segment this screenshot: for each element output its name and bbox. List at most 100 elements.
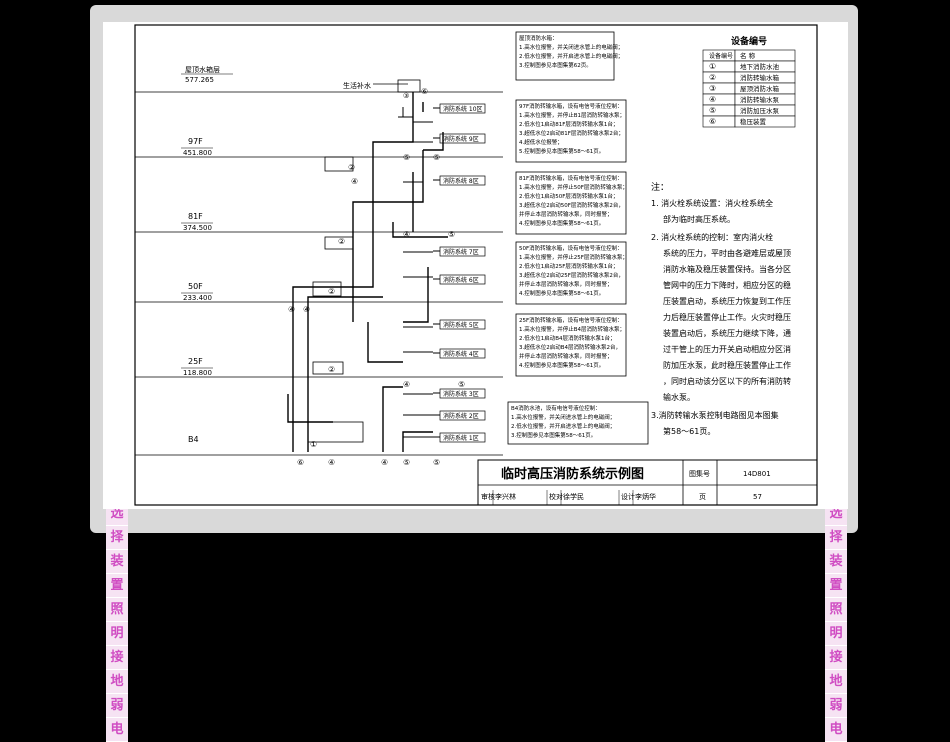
note-box-line: 3.控制图参见本图集第58～61页。 bbox=[511, 431, 596, 439]
notes-line: 过干管上的压力开关启动相应分区消 bbox=[663, 344, 791, 354]
note-box-line: 2.低水位1启动50F层消防转输水泵1台； bbox=[519, 192, 618, 200]
equipment-marker: ② bbox=[328, 287, 335, 296]
equipment-marker: ⑤ bbox=[458, 380, 465, 389]
zone-risers bbox=[398, 107, 433, 438]
note-box bbox=[515, 241, 627, 305]
svg-text:设备编号: 设备编号 bbox=[731, 35, 767, 47]
svg-text:李兴林: 李兴林 bbox=[495, 492, 516, 501]
equipment-marker: ⑤ bbox=[433, 153, 440, 162]
notes-line: 压装置启动，系统压力恢复到工作压 bbox=[663, 296, 791, 306]
fire-system-diagram: 屋顶水箱层 577.265 生活补水 ③ 97F451.80081F374.50… bbox=[134, 24, 818, 506]
note-box-line: 3.控制图参见本图集第62页。 bbox=[519, 61, 592, 69]
side-tab-char[interactable]: 择 bbox=[825, 526, 847, 550]
side-tab-char[interactable]: 择 bbox=[106, 526, 128, 550]
legend-name: 消防转输水泵 bbox=[740, 95, 780, 104]
note-box-line: 25F消防转输水箱，设有电信号液位控制： bbox=[519, 316, 623, 324]
note-box-line: 2.低水位1启动B4层消防转输水泵1台； bbox=[519, 334, 616, 342]
zone-label: 消防系统 10区 bbox=[443, 105, 483, 113]
title-block: 临时高压消防系统示例图 图集号 14D801 审核 李兴林 校对 徐学民 设计 … bbox=[477, 459, 818, 506]
side-tab-char[interactable]: 地 bbox=[825, 670, 847, 694]
level-name: 50F bbox=[188, 282, 203, 291]
level-name: 97F bbox=[188, 137, 203, 146]
note-box-line: 81F消防转输水箱，设有电信号液位控制： bbox=[519, 174, 623, 182]
note-box-line: 4.控制图参见本图集第58～61页。 bbox=[519, 361, 604, 369]
note-box-line: 并停止本层消防转输水泵，同时报警； bbox=[519, 352, 613, 360]
note-box-line: 3.超低水位2启动81F层消防转输水泵2台； bbox=[519, 129, 624, 137]
side-tab-char[interactable]: 装 bbox=[106, 550, 128, 574]
note-box-line: 2.低水位报警，并开启进水管上的电磁阀； bbox=[511, 422, 615, 430]
note-box-line: 4.控制图参见本图集第58～61页。 bbox=[519, 219, 604, 227]
level-elevation: 451.800 bbox=[183, 149, 212, 157]
drawing-title: 临时高压消防系统示例图 bbox=[501, 466, 644, 482]
legend-name: 地下消防水池 bbox=[740, 62, 780, 71]
note-box bbox=[515, 171, 627, 235]
side-tab-char[interactable]: 接 bbox=[106, 646, 128, 670]
svg-text:图集号: 图集号 bbox=[689, 469, 710, 478]
note-box-line: B4消防水池，设有电信号液位控制： bbox=[511, 404, 601, 412]
side-tab-char[interactable]: 明 bbox=[825, 622, 847, 646]
side-tab-char[interactable]: 明 bbox=[106, 622, 128, 646]
legend-code: ① bbox=[709, 62, 716, 71]
note-box-line: 1.高水位报警，并关闭进水管上的电磁阀； bbox=[519, 43, 623, 51]
note-box-line: 3.超低水位2启动B4层消防转输水泵2台， bbox=[519, 343, 621, 351]
svg-text:③: ③ bbox=[403, 92, 409, 100]
note-box-line: 2.低水位1启动81F层消防转输水泵1台； bbox=[519, 120, 618, 128]
zone-label: 消防系统 6区 bbox=[443, 276, 479, 284]
legend-code: ⑥ bbox=[709, 117, 716, 126]
notes-line: ，同时启动该分区以下的所有消防转 bbox=[663, 376, 791, 386]
level-name: 25F bbox=[188, 357, 203, 366]
note-box-line: 并停止本层消防转输水泵，同时报警； bbox=[519, 210, 613, 218]
side-tab-char[interactable]: 电 bbox=[825, 718, 847, 742]
zone-label: 消防系统 3区 bbox=[443, 390, 479, 398]
note-box-line: 97F消防转输水箱，设有电信号液位控制： bbox=[519, 102, 623, 110]
domestic-water-label-top: 生活补水 bbox=[343, 81, 371, 90]
svg-text:577.265: 577.265 bbox=[185, 76, 214, 84]
zone-label: 消防系统 9区 bbox=[443, 135, 479, 143]
svg-text:设计: 设计 bbox=[621, 492, 635, 501]
notes-line: 防加压水泵，此时稳压装置停止工作 bbox=[663, 360, 791, 370]
notes-head: 注： bbox=[651, 181, 669, 193]
note-box-line: 5.控制图参见本图集第58～61页。 bbox=[519, 147, 604, 155]
svg-text:页: 页 bbox=[699, 493, 706, 501]
legend-code: ③ bbox=[709, 84, 716, 93]
note-box-line: 3.超低水位2启动50F层消防转输水泵2台， bbox=[519, 201, 624, 209]
notes-line: 力后稳压装置停止工作。火灾时稳压 bbox=[663, 312, 791, 322]
side-tab-char[interactable]: 弱 bbox=[825, 694, 847, 718]
legend-code: ⑤ bbox=[709, 106, 716, 115]
note-box-line: 4.超低水位报警； bbox=[519, 138, 563, 146]
zone-label: 消防系统 2区 bbox=[443, 412, 479, 420]
legend-name: 稳压装置 bbox=[740, 117, 767, 126]
equipment-marker: ⑤ bbox=[448, 230, 455, 239]
side-tab-char[interactable]: 照 bbox=[825, 598, 847, 622]
side-tab-char[interactable]: 置 bbox=[106, 574, 128, 598]
notes-line: 消防水箱及稳压装置保持。当各分区 bbox=[663, 264, 791, 274]
note-box-line: 3.超低水位2启动25F层消防转输水泵2台， bbox=[519, 271, 624, 279]
drawing-border bbox=[134, 24, 818, 506]
equipment-marker: ⑤ bbox=[403, 458, 410, 467]
side-tab-char[interactable]: 置 bbox=[825, 574, 847, 598]
zone-label: 消防系统 1区 bbox=[443, 434, 479, 442]
side-tab-char[interactable]: 接 bbox=[825, 646, 847, 670]
equipment-marker: ④ bbox=[351, 177, 358, 186]
equipment-marker: ② bbox=[328, 365, 335, 374]
svg-text:审核: 审核 bbox=[481, 492, 495, 501]
note-box bbox=[515, 99, 627, 163]
equipment-marker: ⑥ bbox=[421, 87, 428, 96]
zone-label: 消防系统 4区 bbox=[443, 350, 479, 358]
note-box-line: 2.低水位1启动25F层消防转输水泵1台； bbox=[519, 262, 618, 270]
side-tab-char[interactable]: 地 bbox=[106, 670, 128, 694]
note-box-line: 屋顶消防水箱： bbox=[519, 34, 558, 42]
side-tab-char[interactable]: 装 bbox=[825, 550, 847, 574]
equipment-marker: ⑤ bbox=[403, 153, 410, 162]
svg-text:14D801: 14D801 bbox=[743, 470, 771, 478]
side-tab-char[interactable]: 照 bbox=[106, 598, 128, 622]
side-tab-char[interactable]: 弱 bbox=[106, 694, 128, 718]
level-elevation: 233.400 bbox=[183, 294, 212, 302]
legend-name: 消防转输水箱 bbox=[740, 73, 780, 82]
notes-line: 1. 消火栓系统设置：消火栓系统全 bbox=[651, 198, 773, 208]
side-tab-char[interactable]: 电 bbox=[106, 718, 128, 742]
equipment-marker: ④ bbox=[403, 380, 410, 389]
